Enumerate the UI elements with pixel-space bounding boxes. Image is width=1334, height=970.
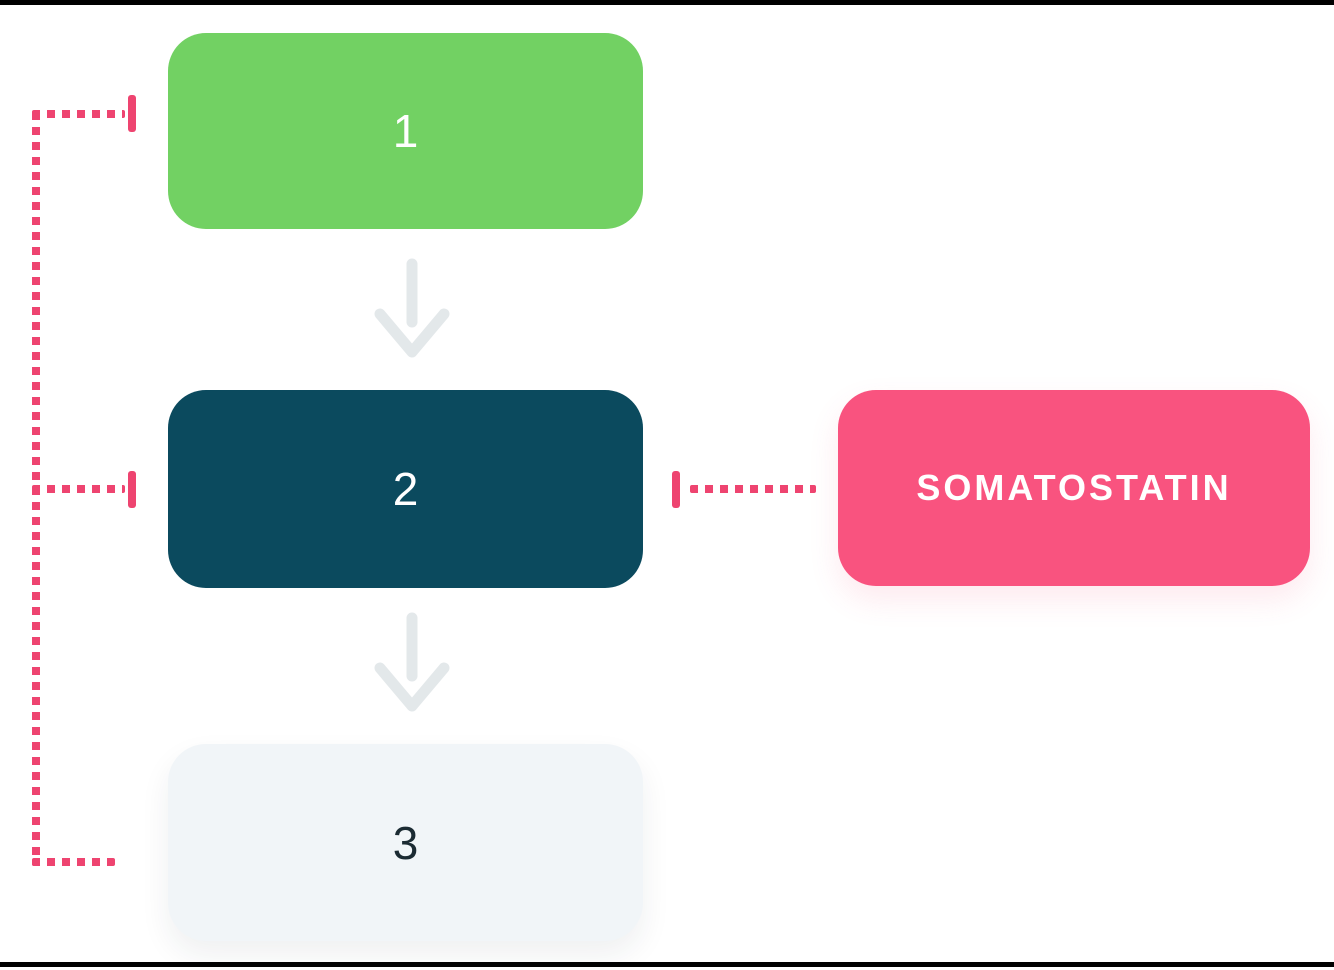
down-arrow-icon <box>374 258 450 358</box>
somatostatin-box: SOMATOSTATIN <box>838 390 1310 586</box>
inhibition-tbar-somatostatin <box>672 471 680 508</box>
flow-box-2-label: 2 <box>392 463 419 515</box>
somatostatin-dotted-line <box>690 485 816 493</box>
top-frame-bar <box>0 0 1334 5</box>
down-arrow-icon <box>374 612 450 712</box>
somatostatin-label: SOMATOSTATIN <box>916 467 1232 508</box>
flow-box-3: 3 <box>168 744 643 941</box>
flow-box-1-label: 1 <box>392 105 419 157</box>
bottom-frame-bar <box>0 962 1334 967</box>
inhibition-tbar-box1 <box>128 95 136 132</box>
feedback-dotted-branch-to-box1 <box>32 110 125 118</box>
feedback-dotted-branch-to-box2 <box>32 485 125 493</box>
flow-box-1: 1 <box>168 33 643 229</box>
flow-box-3-label: 3 <box>392 816 419 869</box>
feedback-dotted-line-from-box3 <box>32 858 115 866</box>
inhibition-tbar-box2 <box>128 471 136 508</box>
flow-box-2: 2 <box>168 390 643 588</box>
